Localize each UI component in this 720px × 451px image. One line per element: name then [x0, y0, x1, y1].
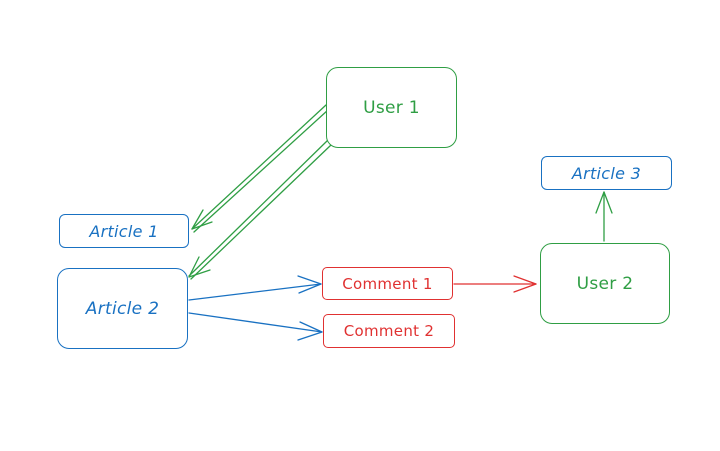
edge-user1-article2 — [188, 139, 332, 280]
edge-user2-article3 — [595, 191, 613, 242]
node-comment-2[interactable]: Comment 2 — [323, 314, 455, 348]
node-label: Comment 1 — [342, 274, 433, 293]
node-article-3[interactable]: Article 3 — [541, 156, 672, 190]
edge-article2-comment1 — [188, 275, 322, 301]
edge-user1-article1 — [191, 104, 329, 233]
node-label: Article 3 — [571, 163, 642, 183]
node-user-1[interactable]: User 1 — [326, 67, 457, 148]
node-comment-1[interactable]: Comment 1 — [322, 267, 453, 300]
edge-comment1-user2 — [453, 275, 537, 293]
node-label: Article 2 — [85, 298, 160, 319]
node-label: Article 1 — [89, 221, 159, 241]
edge-article2-comment2 — [188, 312, 323, 341]
node-article-2[interactable]: Article 2 — [57, 268, 188, 349]
node-article-1[interactable]: Article 1 — [59, 214, 189, 248]
node-label: User 2 — [576, 273, 634, 294]
node-label: User 1 — [363, 97, 420, 118]
node-label: Comment 2 — [343, 322, 435, 340]
node-user-2[interactable]: User 2 — [540, 243, 670, 324]
